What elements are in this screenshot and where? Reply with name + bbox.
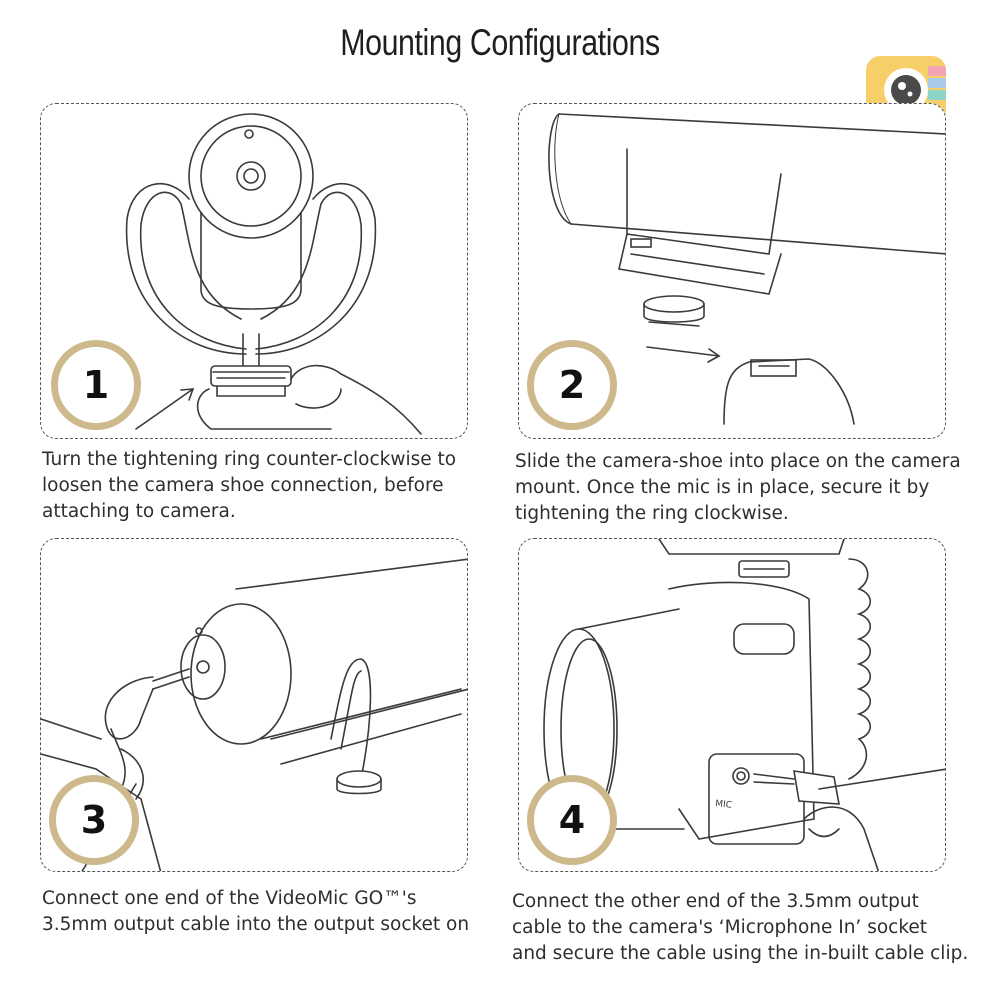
step-1-panel: 1 (40, 103, 468, 439)
step-4-panel: MIC 4 (518, 538, 946, 872)
step-number-badge: 3 (49, 775, 139, 865)
step-3-caption: Connect one end of the VideoMic GO™'s 3.… (42, 888, 470, 935)
mic-port-label: MIC (715, 799, 733, 811)
step-number-badge: 2 (527, 340, 617, 430)
step-number-badge: 1 (51, 340, 141, 430)
step-3-panel: 3 (40, 538, 468, 872)
step-2-panel: 2 (518, 103, 946, 439)
step-4-caption: Connect the other end of the 3.5mm outpu… (512, 891, 969, 964)
step-1-illustration (125, 113, 422, 435)
camera-lens-icon (884, 68, 928, 112)
step-3-illustration (41, 558, 467, 871)
step-number-badge: 4 (527, 775, 617, 865)
page-title: Mounting Configurations (340, 22, 660, 63)
step-2-illustration (548, 113, 945, 425)
step-2-caption: Slide the camera-shoe into place on the … (515, 451, 961, 524)
step-1-caption: Turn the tightening ring counter-clockwi… (42, 449, 457, 522)
